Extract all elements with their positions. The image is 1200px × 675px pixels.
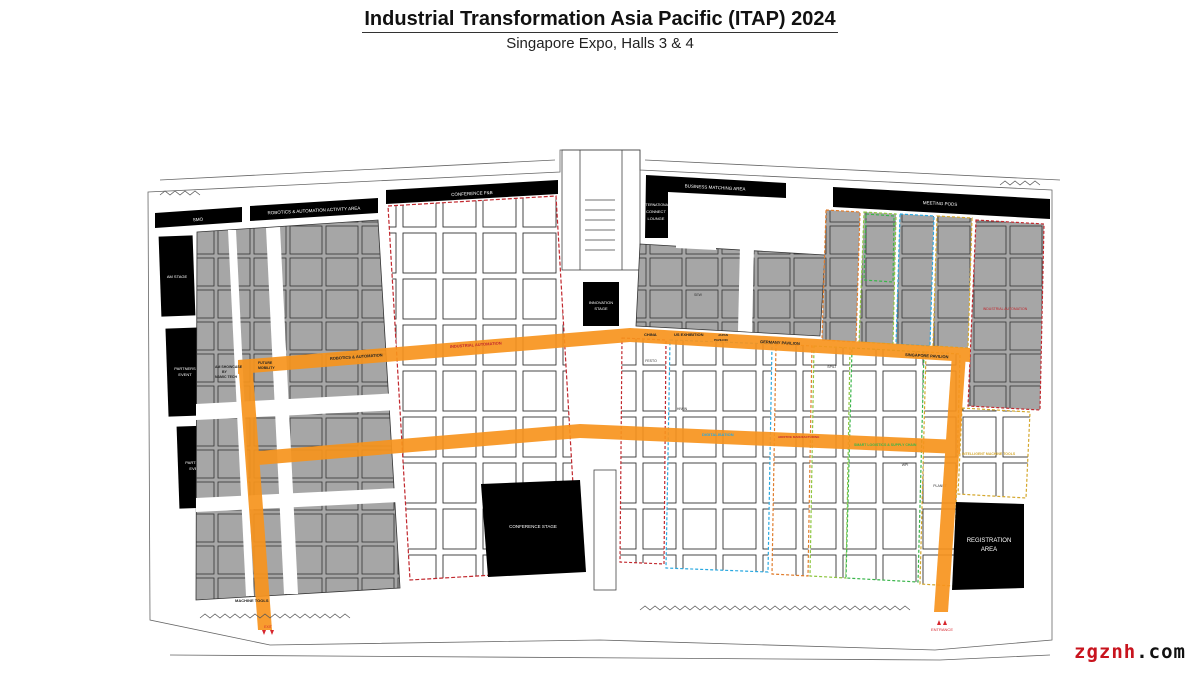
conference-fb-label: CONFERENCE F&B [451,190,493,197]
exit-marker[interactable]: EXIT [262,625,274,635]
intl-lounge-label-1: INTERNATIONAL [642,203,670,207]
intelligent-machine-tools-aisle: INTELLIGENT MACHINE TOOLS [962,452,1016,456]
entrance-label: ENTRANCE [931,627,953,632]
am-showcase-3: NAMIC TECH [215,375,237,379]
registration-label-2: AREA [981,547,997,553]
aisles [238,328,970,630]
future-mobility-1: FUTURE [258,361,273,365]
industrial-automation-zone-label: INDUSTRIAL AUTOMATION [983,307,1028,311]
conference-stage-label: CONFERENCE STAGE [509,524,557,529]
entrance-marker[interactable]: ENTRANCE [931,620,953,632]
future-mobility-2: MOBILITY [258,366,275,370]
machine-tools-aisle: MACHINE TOOLS [235,598,269,603]
germany-pavilion-aisle: GERMANY PAVILION [760,339,800,346]
watermark-part1: zgznh [1074,641,1137,663]
booth-sew: SEW [694,293,703,297]
smart-logistics-aisle: SMART LOGISTICS & SUPPLY CHAIN [854,443,917,447]
meeting-pods-label: MEETING PODS [923,200,958,207]
am-showcase-2: BY [222,370,228,374]
registration-area[interactable]: REGISTRATION AREA [952,502,1024,590]
watermark: zgznh.com [1074,641,1186,663]
us-exhibition-aisle: US EXHIBITION [674,332,704,337]
robotics-booth-block[interactable] [195,219,401,601]
booth-wpi: WPI [902,463,909,467]
booth-hiwin: HIWIN [677,407,688,411]
additive-manufacturing-aisle: ADDITIVE MANUFACTURING [778,435,820,439]
booth-planet: PLANET [933,484,947,488]
map-title: Industrial Transformation Asia Pacific (… [362,8,838,33]
booth-spilt: SPILT [827,365,837,369]
top-zones: SMO ROBOTICS & AUTOMATION ACTIVITY AREA … [155,175,1050,238]
am-stage-label: AM STAGE [167,274,188,279]
watermark-part2: .com [1136,641,1186,663]
industrial-automation-aisle: INDUSTRIAL AUTOMATION [450,340,502,349]
innovation-stage-label-2: STAGE [594,306,608,311]
map-title-wrap: Industrial Transformation Asia Pacific (… [0,8,1200,33]
intl-lounge-label-2: CONNECT [646,209,666,214]
map-subtitle: Singapore Expo, Halls 3 & 4 [506,35,694,52]
booth-festo: FESTO [645,359,657,363]
conference-stage[interactable]: CONFERENCE STAGE [481,480,586,577]
business-matching-area-label: BUSINESS MATCHING AREA [685,183,746,191]
japan-pavilion-2: PAVILION [714,338,728,342]
colored-pavilion-zones[interactable]: INDUSTRIAL AUTOMATION [821,209,1045,411]
singapore-pavilion-aisle: SINGAPORE PAVILION [905,352,949,359]
digitalisation-aisle: DIGITALISATION [702,432,734,437]
lower-pavilion-zones[interactable] [619,337,1031,587]
booth-labels: FESTO HIWIN SEW SPILT WPI PLANET [645,293,947,488]
innovation-stage-label-1: INNOVATION [589,300,613,305]
japan-pavilion-1: JAPAN [718,333,728,337]
exit-label: EXIT [264,625,273,629]
partners-event-1a: PARTNERS [174,366,196,371]
aisle-labels: FUTURE MOBILITY AM SHOWCASE BY NAMIC TEC… [215,332,1016,603]
registration-label-1: REGISTRATION [967,538,1012,544]
building-outline [147,149,1061,661]
china-aisle: CHINA [644,332,657,337]
innovation-stage[interactable]: INNOVATION STAGE [583,282,619,326]
robotics-automation-aisle: ROBOTICS & AUTOMATION [330,352,383,361]
partners-event-1b: EVENT [178,372,192,377]
robotics-activity-area-label: ROBOTICS & AUTOMATION ACTIVITY AREA [267,206,360,216]
am-showcase-1: AM SHOWCASE [215,365,243,369]
intl-lounge-label-3: LOUNGE [648,216,665,221]
facade-line [159,180,1041,619]
smo-label: SMO [193,217,204,223]
central-core [561,149,641,591]
pavilion-grey-booths[interactable] [635,240,826,337]
